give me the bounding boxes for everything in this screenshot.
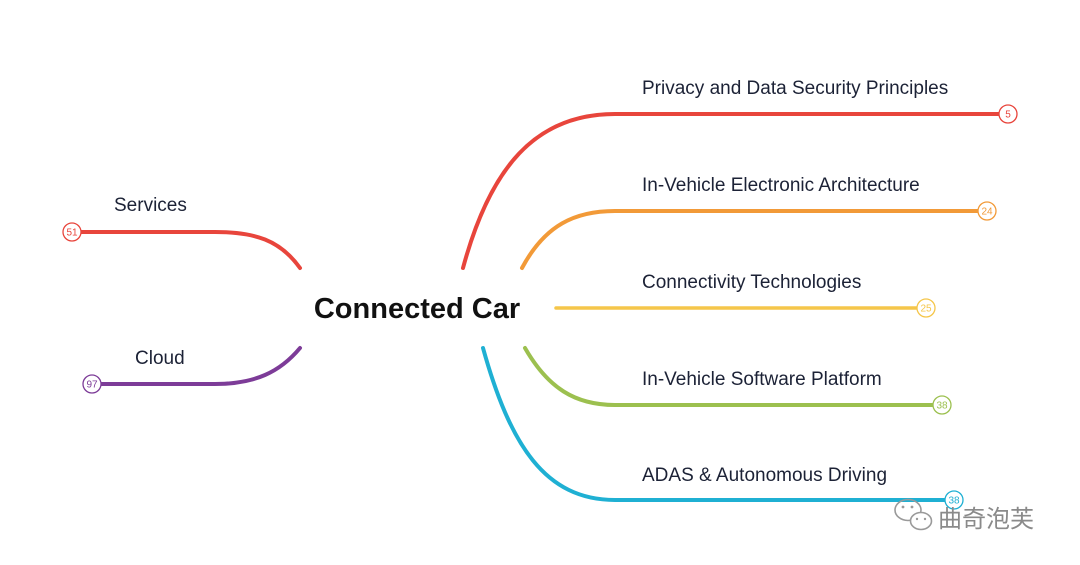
- branch-cloud-count-badge[interactable]: [82, 374, 102, 394]
- branch-privacy[interactable]: Privacy and Data Security Principles 5: [461, 78, 1018, 270]
- branch-architecture-count-badge[interactable]: [977, 201, 997, 221]
- branch-architecture-count: 24: [981, 207, 993, 218]
- branch-cloud[interactable]: Cloud 97: [82, 346, 302, 394]
- branch-connectivity-count: 25: [920, 304, 932, 315]
- branch-services[interactable]: Services 51: [62, 195, 302, 270]
- branch-privacy-count: 5: [1005, 110, 1011, 121]
- branch-privacy-label: Privacy and Data Security Principles: [642, 78, 948, 99]
- branch-connectivity[interactable]: Connectivity Technologies 25: [554, 272, 936, 318]
- branch-architecture[interactable]: In-Vehicle Electronic Architecture 24: [520, 175, 997, 270]
- branch-services-count: 51: [66, 228, 78, 239]
- branch-cloud-label: Cloud: [135, 348, 185, 369]
- wechat-icon: [894, 498, 933, 531]
- branch-connectivity-count-badge[interactable]: [916, 298, 936, 318]
- branch-cloud-curve: [98, 346, 302, 386]
- branch-privacy-curve: [461, 112, 1002, 270]
- watermark: 曲奇泡芙: [894, 498, 1034, 533]
- branch-software[interactable]: In-Vehicle Software Platform 38: [523, 346, 952, 415]
- branch-services-label: Services: [114, 195, 187, 216]
- branch-software-label: In-Vehicle Software Platform: [642, 369, 882, 390]
- branch-software-count-badge[interactable]: [932, 395, 952, 415]
- branch-adas-label: ADAS & Autonomous Driving: [642, 465, 887, 486]
- branch-services-curve: [78, 230, 302, 270]
- branch-services-count-badge[interactable]: [62, 222, 82, 242]
- branch-connectivity-label: Connectivity Technologies: [642, 272, 861, 293]
- branch-architecture-curve: [520, 209, 981, 270]
- branch-adas[interactable]: ADAS & Autonomous Driving 38: [481, 346, 964, 510]
- branch-adas-curve: [481, 346, 948, 502]
- branch-architecture-label: In-Vehicle Electronic Architecture: [642, 175, 920, 196]
- branch-adas-count: 38: [948, 496, 960, 507]
- branch-software-curve: [523, 346, 936, 407]
- center-topic[interactable]: Connected Car: [314, 293, 520, 325]
- branch-software-count: 38: [936, 401, 948, 412]
- branch-adas-count-badge[interactable]: [944, 490, 964, 510]
- branch-privacy-count-badge[interactable]: [998, 104, 1018, 124]
- branch-cloud-count: 97: [86, 380, 98, 391]
- watermark-text: 曲奇泡芙: [938, 505, 1034, 533]
